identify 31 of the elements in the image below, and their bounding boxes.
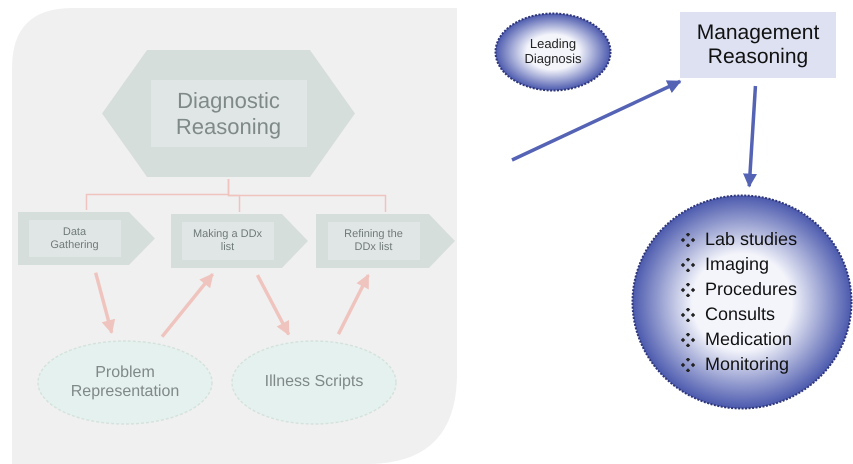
chevron-shape (316, 214, 455, 268)
list-item: Imaging (705, 254, 770, 275)
connector-line (228, 179, 386, 212)
ellipse-shape (37, 340, 213, 425)
list-item: Medication (705, 329, 792, 350)
arrow (256, 274, 290, 336)
ellipse-label: Problem Representation (70, 364, 180, 401)
list-item: Consults (705, 304, 776, 325)
circle-shape (631, 194, 853, 410)
title-box (680, 12, 836, 78)
ellipse-label: Illness Scripts (264, 373, 364, 392)
hexagon-shape (102, 50, 355, 177)
arrow (336, 274, 370, 335)
chevron-shape (18, 212, 155, 265)
step-label: Making a DDx list (182, 222, 274, 260)
chevron-shape (171, 214, 308, 268)
step-label: Refining the DDx list (328, 222, 420, 260)
arrow (160, 273, 214, 338)
arrow (511, 80, 682, 162)
ellipse-shape (231, 340, 397, 425)
step-label: Data Gathering (28, 220, 120, 258)
title-label: Diagnostic Reasoning (150, 80, 306, 147)
arrow (743, 86, 758, 188)
ellipse-label: Leading Diagnosis (523, 37, 583, 67)
list-item: Lab studies (705, 229, 798, 250)
panel-background (12, 8, 457, 464)
title-label: Management Reasoning (696, 20, 820, 70)
list-item: Procedures (705, 279, 798, 300)
list-item: Monitoring (705, 354, 790, 375)
ellipse-shape (494, 12, 612, 92)
arrow (94, 272, 116, 334)
